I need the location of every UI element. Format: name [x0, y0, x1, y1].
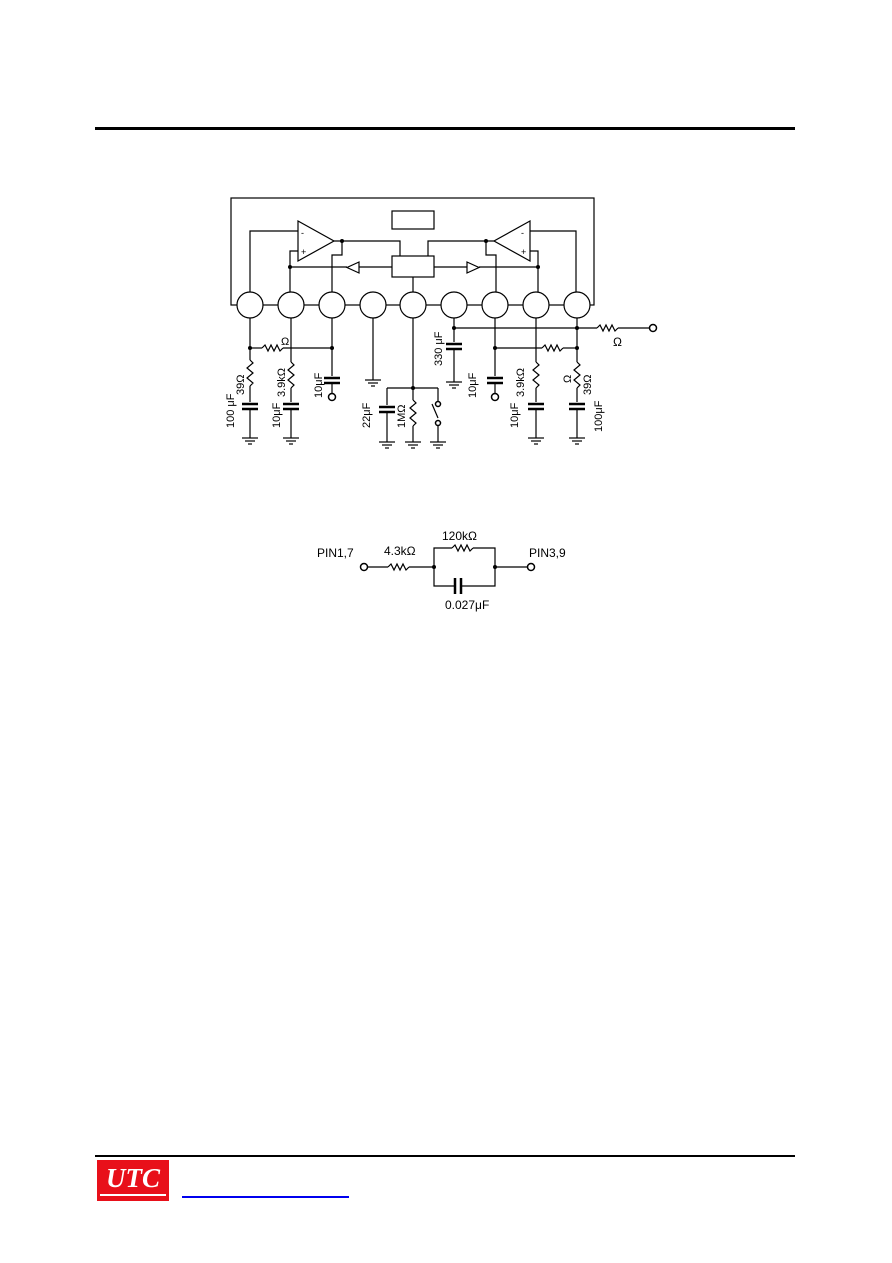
label-omega-input: Ω: [613, 335, 622, 349]
header-rule: [95, 127, 795, 130]
input-terminal: [648, 323, 658, 333]
label-3.9k-right: 3.9kΩ: [515, 368, 527, 397]
utc-logo-box: [96, 1159, 170, 1202]
label-10uf-left-b: 10μF: [313, 372, 325, 398]
label-330uf: 330 μF: [433, 331, 445, 366]
label-pin1-7: PIN1,7: [317, 546, 354, 560]
label-100uf-right: 100μF: [593, 400, 605, 432]
label-0.027uf: 0.027μF: [445, 598, 489, 612]
left-opamp-minus: -: [301, 228, 304, 238]
pin3-9-terminal: [526, 562, 536, 572]
label-120k: 120kΩ: [442, 529, 477, 543]
label-10uf-left-a: 10μF: [271, 402, 283, 428]
label-4.3k: 4.3kΩ: [384, 544, 416, 558]
left-opamp: [297, 219, 336, 263]
right-opamp-minus: -: [521, 228, 524, 238]
utc-logo: UTC: [96, 1159, 170, 1202]
left-opamp-plus: +: [301, 247, 306, 257]
utc-logo-text: UTC: [106, 1163, 160, 1193]
label-39ohm-left: 39Ω: [235, 375, 247, 395]
output-terminal-right: [490, 392, 500, 402]
label-3.9k-left: 3.9kΩ: [276, 368, 288, 397]
label-22uf: 22μF: [361, 402, 373, 428]
footer-website-link[interactable]: [182, 1196, 349, 1198]
label-omega-right-mid: Ω: [562, 375, 574, 383]
label-pin3-9: PIN3,9: [529, 546, 566, 560]
label-omega-top-left: Ω: [281, 336, 289, 348]
output-terminal-left: [327, 392, 337, 402]
right-opamp: [492, 219, 531, 263]
label-100uf-left: 100 μF: [225, 393, 237, 428]
right-opamp-plus: +: [521, 247, 526, 257]
footer-rule: [95, 1155, 795, 1157]
pin1-7-terminal: [359, 562, 369, 572]
label-10uf-right-b: 10μF: [509, 402, 521, 428]
ic-internal-block-top: [391, 210, 435, 230]
switch-contact-bottom: [434, 419, 442, 427]
label-1mohm: 1MΩ: [396, 404, 408, 428]
label-10uf-right-a: 10μF: [467, 372, 479, 398]
label-39ohm-right: 39Ω: [582, 375, 594, 395]
switch-contact-top: [434, 400, 442, 408]
